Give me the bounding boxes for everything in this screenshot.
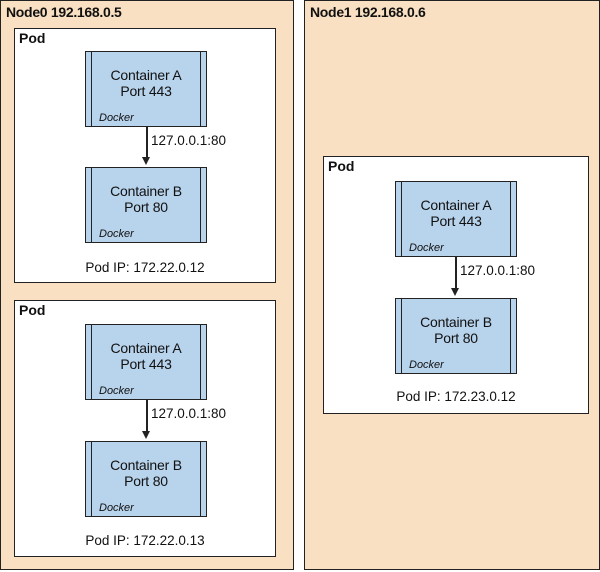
container-runtime: Docker: [99, 502, 134, 514]
container-b: Container B Port 80 Docker: [85, 441, 207, 517]
container-name: Container B: [110, 183, 182, 199]
container-runtime: Docker: [409, 242, 444, 254]
container-runtime: Docker: [99, 385, 134, 397]
container-a: Container A Port 443 Docker: [85, 51, 207, 127]
arrow-head-icon: [451, 288, 459, 296]
node-0: Node0 192.168.0.5 Pod Container A Port 4…: [0, 0, 294, 570]
container-b: Container B Port 80 Docker: [395, 298, 517, 374]
pod-ip: Pod IP: 172.23.0.12: [396, 389, 516, 404]
arrow-head-icon: [142, 157, 150, 165]
container-runtime: Docker: [409, 359, 444, 371]
container-port: Port 80: [124, 473, 168, 489]
container-name: Container A: [110, 67, 182, 83]
pod-ip: Pod IP: 172.22.0.12: [85, 260, 205, 275]
node-1: Node1 192.168.0.6 Pod Container A Port 4…: [304, 0, 600, 570]
pod-title: Pod: [328, 158, 355, 174]
container-b: Container B Port 80 Docker: [85, 167, 207, 243]
container-a: Container A Port 443 Docker: [395, 181, 517, 257]
pod-title: Pod: [19, 30, 46, 46]
container-runtime: Docker: [99, 112, 134, 124]
arrow-line: [146, 400, 148, 431]
container-port: Port 443: [430, 213, 482, 229]
arrow-line: [455, 257, 457, 288]
link-label: 127.0.0.1:80: [460, 263, 536, 278]
container-a: Container A Port 443 Docker: [85, 324, 207, 400]
container-port: Port 443: [120, 356, 172, 372]
link-label: 127.0.0.1:80: [151, 406, 227, 421]
pod-ip: Pod IP: 172.22.0.13: [85, 533, 205, 548]
container-name: Container B: [110, 457, 182, 473]
pod: Pod Container A Port 443 Docker 127.0.0.…: [14, 28, 276, 283]
node-title: Node0 192.168.0.5: [6, 4, 122, 20]
container-port: Port 80: [124, 199, 168, 215]
pod: Pod Container A Port 443 Docker 127.0.0.…: [14, 300, 276, 557]
pod: Pod Container A Port 443 Docker 127.0.0.…: [323, 156, 589, 414]
link-label: 127.0.0.1:80: [151, 133, 227, 148]
container-name: Container B: [420, 314, 492, 330]
node-title: Node1 192.168.0.6: [310, 4, 426, 20]
arrow-line: [146, 127, 148, 157]
container-port: Port 80: [434, 330, 478, 346]
container-name: Container A: [420, 197, 492, 213]
arrow-head-icon: [142, 431, 150, 439]
container-name: Container A: [110, 340, 182, 356]
pod-title: Pod: [19, 302, 46, 318]
container-port: Port 443: [120, 83, 172, 99]
container-runtime: Docker: [99, 228, 134, 240]
